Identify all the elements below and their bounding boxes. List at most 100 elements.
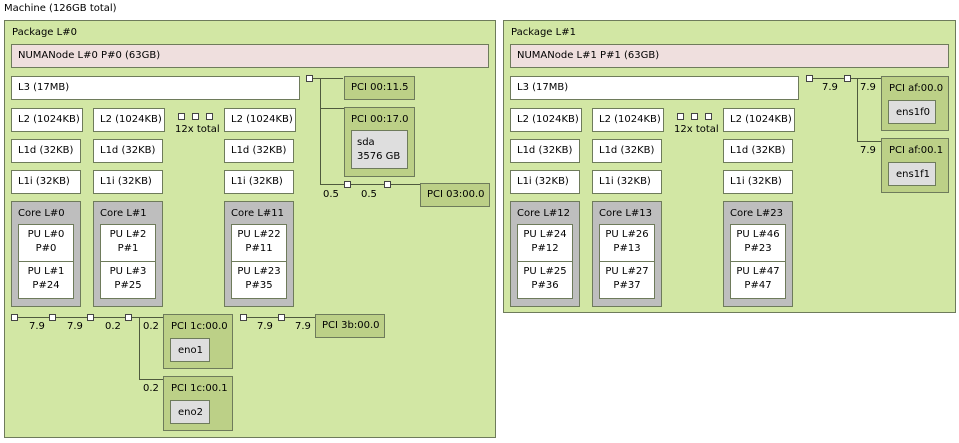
core-title: Core L#12	[517, 208, 570, 219]
bridge-icon	[844, 75, 851, 82]
numa-node-0[interactable]: NUMANode L#0 P#0 (63GB)	[11, 44, 489, 68]
pu-logical: PU L#24	[523, 229, 567, 240]
os-device-eno2[interactable]: eno2	[170, 400, 210, 424]
bandwidth-label: 7.9	[860, 145, 876, 156]
l1d-label: L1d (32KB)	[730, 145, 786, 156]
link-line	[139, 317, 140, 379]
l2-cache[interactable]: L2 (1024KB)	[510, 108, 582, 132]
l1i-cache[interactable]: L1i (32KB)	[592, 170, 662, 194]
bridge-icon	[49, 314, 56, 321]
os-device-ens1f1[interactable]: ens1f1	[888, 162, 936, 186]
pci-device-3b-00-0[interactable]: PCI 3b:00.0	[315, 314, 385, 338]
bridge-icon	[87, 314, 94, 321]
numa-node-1-label: NUMANode L#1 P#1 (63GB)	[517, 50, 660, 61]
l1d-cache[interactable]: L1d (32KB)	[723, 139, 793, 163]
pci-device-af-00-1[interactable]: PCI af:00.1 ens1f1	[881, 138, 949, 193]
l1i-cache[interactable]: L1i (32KB)	[11, 170, 81, 194]
l1i-cache[interactable]: L1i (32KB)	[510, 170, 580, 194]
collapsed-square-icon	[206, 113, 213, 120]
bandwidth-label: 0.5	[323, 189, 339, 200]
core-title: Core L#11	[231, 208, 284, 219]
pci-label: PCI 00:17.0	[351, 114, 409, 125]
l2-cache[interactable]: L2 (1024KB)	[93, 108, 165, 132]
pu-logical: PU L#25	[523, 266, 567, 277]
bandwidth-label: 0.2	[143, 383, 159, 394]
l1d-cache[interactable]: L1d (32KB)	[93, 139, 163, 163]
pci-device-1c-00-0[interactable]: PCI 1c:00.0 eno1	[163, 314, 233, 369]
pu-physical: P#23	[744, 243, 772, 254]
bridge-icon	[384, 181, 391, 188]
l2-cache[interactable]: L2 (1024KB)	[224, 108, 296, 132]
pci-device-03-00-0[interactable]: PCI 03:00.0	[420, 183, 490, 207]
machine-title: Machine (126GB total)	[4, 3, 117, 14]
pu-physical: P#37	[613, 280, 641, 291]
bandwidth-label: 7.9	[67, 321, 83, 332]
core-title: Core L#13	[599, 208, 652, 219]
collapsed-square-icon	[705, 113, 712, 120]
collapsed-square-icon	[178, 113, 185, 120]
os-device-eno1[interactable]: eno1	[170, 338, 210, 362]
bandwidth-label: 0.5	[361, 189, 377, 200]
l1d-label: L1d (32KB)	[18, 145, 74, 156]
pci-device-00-17-0[interactable]: PCI 00:17.0 sda 3576 GB	[344, 107, 415, 177]
l1i-cache[interactable]: L1i (32KB)	[93, 170, 163, 194]
l2-label: L2 (1024KB)	[18, 114, 80, 125]
pu-physical: P#36	[531, 280, 559, 291]
core-title: Core L#23	[730, 208, 783, 219]
bridge-icon	[278, 314, 285, 321]
l3-cache-0[interactable]: L3 (17MB)	[11, 76, 300, 100]
pci-device-af-00-0[interactable]: PCI af:00.0 ens1f0	[881, 76, 949, 131]
collapsed-square-icon	[192, 113, 199, 120]
link-line	[313, 78, 343, 79]
os-device-ens1f0[interactable]: ens1f0	[888, 100, 936, 124]
l2-cache[interactable]: L2 (1024KB)	[723, 108, 795, 132]
l2-cache[interactable]: L2 (1024KB)	[11, 108, 83, 132]
pci-device-00-11-5[interactable]: PCI 00:11.5	[344, 76, 415, 100]
bandwidth-label: 7.9	[29, 321, 45, 332]
bridge-icon	[11, 314, 18, 321]
os-device-sda[interactable]: sda 3576 GB	[351, 130, 408, 169]
l3-label: L3 (17MB)	[517, 82, 569, 93]
bridge-icon	[806, 75, 813, 82]
link-line	[139, 379, 163, 380]
l1d-cache[interactable]: L1d (32KB)	[11, 139, 81, 163]
pci-device-1c-00-1[interactable]: PCI 1c:00.1 eno2	[163, 376, 233, 431]
bridge-icon	[344, 181, 351, 188]
pu-physical: P#35	[245, 280, 273, 291]
pci-label: PCI af:00.1	[889, 145, 944, 156]
pu-logical: PU L#1	[27, 266, 65, 277]
l1d-cache[interactable]: L1d (32KB)	[592, 139, 662, 163]
l1d-cache[interactable]: L1d (32KB)	[510, 139, 580, 163]
l3-cache-1[interactable]: L3 (17MB)	[510, 76, 799, 100]
l1i-cache[interactable]: L1i (32KB)	[224, 170, 294, 194]
l1d-cache[interactable]: L1d (32KB)	[224, 139, 294, 163]
pu-logical: PU L#22	[237, 229, 281, 240]
pci-label: PCI 00:11.5	[351, 82, 409, 93]
l1i-cache[interactable]: L1i (32KB)	[723, 170, 793, 194]
l2-cache[interactable]: L2 (1024KB)	[592, 108, 664, 132]
collapsed-square-icon	[677, 113, 684, 120]
numa-node-1[interactable]: NUMANode L#1 P#1 (63GB)	[510, 44, 949, 68]
pci-label: PCI 03:00.0	[427, 189, 485, 200]
bridge-icon	[240, 314, 247, 321]
l1d-label: L1d (32KB)	[599, 145, 655, 156]
collapsed-square-icon	[691, 113, 698, 120]
